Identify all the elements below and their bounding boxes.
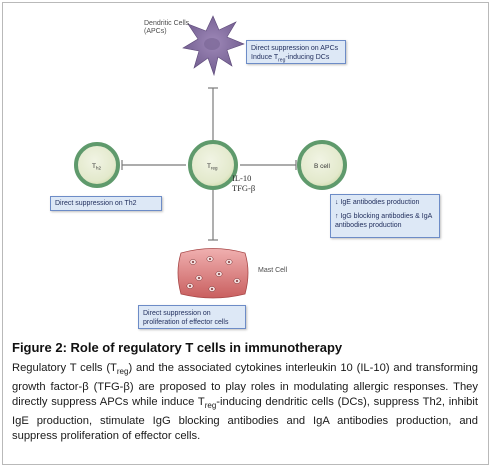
treg-cell-label: Treg xyxy=(207,163,218,171)
b-cell-note: ↓ IgE antibodies production ↑ IgG blocki… xyxy=(330,194,440,238)
dc-note-line-1: Direct suppression on APCs xyxy=(251,45,339,52)
treg-cell xyxy=(188,140,238,190)
b-cell-label: B cell xyxy=(314,163,330,170)
cytokine-tgf-beta: TFG-β xyxy=(232,183,256,193)
th2-suppression-note: Direct suppression on Th2 xyxy=(50,196,162,211)
inhibit-line-to-th2 xyxy=(121,160,186,170)
igg-iga-increase-text: ↑ IgG blocking antibodies & IgA antibodi… xyxy=(335,213,432,229)
inhibit-line-to-bcell xyxy=(240,160,297,170)
dendritic-cells-label: Dendritic Cells (APCs) xyxy=(144,20,190,35)
figure-frame xyxy=(2,2,489,465)
figure-caption: Figure 2: Role of regulatory T cells in … xyxy=(12,340,478,445)
dc-suppression-note: Direct suppression on APCs Induce Treg-i… xyxy=(246,40,346,64)
ige-decrease-text: ↓ IgE antibodies production xyxy=(335,199,420,206)
dendritic-cell-nucleus xyxy=(204,38,220,50)
inhibit-line-to-dc xyxy=(208,87,218,142)
b-cell xyxy=(297,140,347,190)
caption-text: Regulatory T cells (Treg) and the associ… xyxy=(12,362,478,443)
caption-title: Figure 2: Role of regulatory T cells in … xyxy=(12,340,343,355)
cytokine-il10: IL-10 xyxy=(232,173,252,183)
dc-note-line-2: Induce Treg-inducing DCs xyxy=(251,54,330,64)
mast-cell-icon xyxy=(177,248,249,299)
th2-cell-label: Th2 xyxy=(92,163,101,171)
inhibit-line-to-mast xyxy=(208,190,218,241)
mast-suppression-note: Direct suppression on proliferation of e… xyxy=(138,305,246,329)
mast-cell-label: Mast Cell xyxy=(258,267,288,274)
treg-diagram: Th2 Treg B cell xyxy=(74,15,347,299)
th2-cell xyxy=(74,142,120,188)
